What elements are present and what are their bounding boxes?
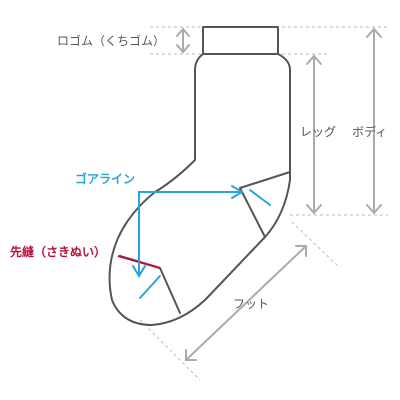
guide-lines bbox=[139, 26, 388, 381]
leg-label: レッグ bbox=[300, 125, 336, 139]
gore-line-indicator bbox=[132, 185, 271, 299]
sock-outline bbox=[108, 26, 291, 326]
body-arrow-down bbox=[366, 204, 382, 215]
dimension-arrows bbox=[176, 27, 382, 361]
gore-mark-toe bbox=[139, 275, 161, 299]
rib-arrow-down bbox=[176, 44, 190, 54]
toe-seam-label: 先縫（さきぬい） bbox=[10, 244, 106, 259]
gore-mark-heel bbox=[249, 189, 271, 206]
body-label: ボディ bbox=[352, 124, 387, 139]
foot-dimension-line bbox=[185, 245, 307, 361]
rib-arrow-up bbox=[176, 27, 190, 37]
leg-arrow-up bbox=[306, 54, 322, 65]
guide-foot-heel bbox=[291, 221, 341, 269]
heel-top-line bbox=[239, 171, 291, 189]
foot-arrow-heel bbox=[295, 245, 307, 257]
leg-arrow-down bbox=[306, 204, 322, 215]
gore-arrow-head-right bbox=[231, 185, 244, 199]
body-arrow-up bbox=[366, 27, 382, 38]
foot-arrow-toe bbox=[185, 349, 197, 361]
rib-label: ロゴム（くちゴム） bbox=[57, 33, 165, 48]
gore-line-label: ゴアライン bbox=[75, 171, 135, 186]
gore-arrow-head-down bbox=[132, 265, 146, 278]
guide-foot-toe bbox=[139, 319, 201, 381]
heel-bottom-line bbox=[239, 187, 266, 238]
rib-cuff bbox=[202, 26, 279, 55]
foot-label: フット bbox=[233, 297, 269, 311]
sock-body-outline bbox=[108, 53, 291, 326]
gore-arrow-path bbox=[138, 191, 241, 276]
